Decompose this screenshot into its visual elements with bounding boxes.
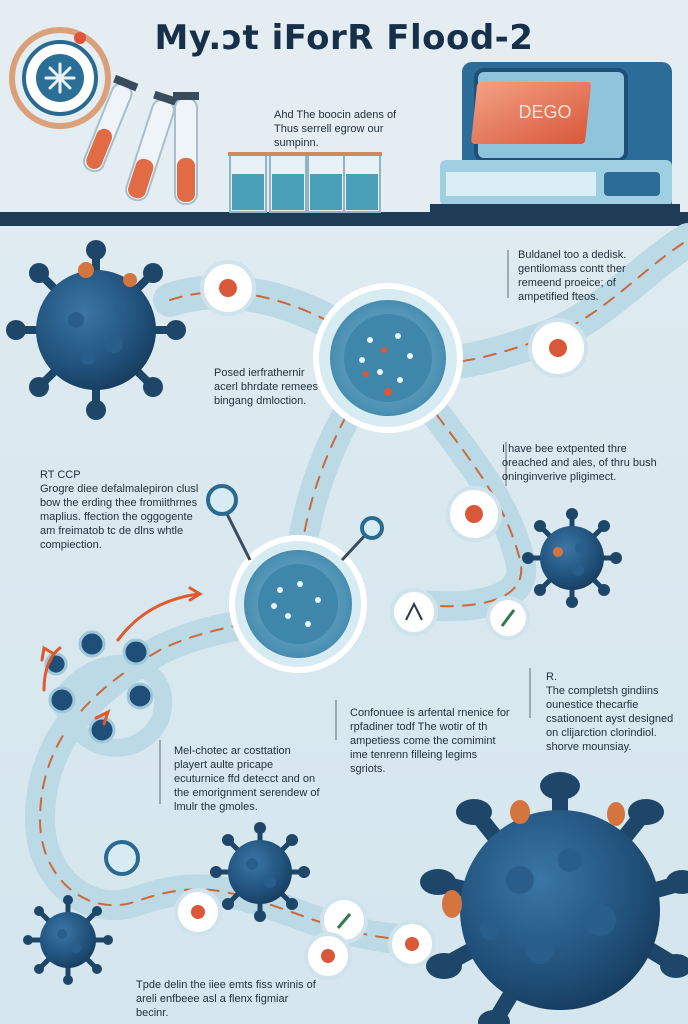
note-text: I have bee extpented thre oreached and a… xyxy=(502,443,657,483)
note-text: Ahd The boocin adens of Thus serrell egr… xyxy=(274,109,397,149)
magnified-sample-icon xyxy=(206,484,384,673)
magnified-sample-icon xyxy=(313,283,463,433)
virus-badge-icon xyxy=(9,27,111,129)
note-right-lower: R. The completsh gindiins ounestice thec… xyxy=(546,670,676,754)
monitor-label: DEGO xyxy=(518,102,571,122)
note-text: Confonuee is arfental rnenice for rpfadi… xyxy=(350,707,510,775)
virus-icon xyxy=(522,508,622,608)
note-right-middle: I have bee extpented thre oreached and a… xyxy=(502,442,662,484)
annotation-lines xyxy=(159,250,531,804)
virus-icon xyxy=(210,822,310,922)
test-tube-icon xyxy=(82,74,199,205)
note-text: Mel-chotec ar costtation playert aulte p… xyxy=(174,745,320,813)
page-title: My.ↄt iForR Flood-2 xyxy=(154,18,534,58)
virus-icon xyxy=(420,772,688,1024)
note-heading: R. xyxy=(546,671,557,683)
note-top-right: Buldanel too a dedisk. gentilomass contt… xyxy=(518,248,668,304)
note-text: Tpde delin the iiee emts fiss wrinis of … xyxy=(136,979,316,1019)
pcr-machine-icon xyxy=(430,62,680,214)
virus-icon xyxy=(23,895,113,985)
beaker-icon xyxy=(228,152,382,213)
note-left-middle: RT CCP Grogre diee defalmalepiron clusl … xyxy=(40,468,200,552)
note-bottom-left: Tpde delin the iiee emts fiss wrinis of … xyxy=(136,978,316,1020)
note-top-center: Ahd The boocin adens of Thus serrell egr… xyxy=(274,108,414,150)
note-text: Buldanel too a dedisk. gentilomass contt… xyxy=(518,249,627,303)
note-center-lower: Confonuee is arfental rnenice for rpfadi… xyxy=(350,706,510,776)
sample-dish-icon xyxy=(104,260,588,980)
virus-icon xyxy=(6,240,186,420)
note-text: The completsh gindiins ounestice thecarf… xyxy=(546,685,674,753)
note-left-upper: Posed ierfrathernir acerl bhrdate remees… xyxy=(214,366,324,408)
dna-strand-icon xyxy=(44,630,154,744)
note-text: Posed ierfrathernir acerl bhrdate remees… xyxy=(214,367,318,407)
arrow-icon xyxy=(40,586,203,726)
note-left-lower: Mel-chotec ar costtation playert aulte p… xyxy=(174,744,324,814)
lab-bench xyxy=(0,212,688,226)
note-text: Grogre diee defalmalepiron clusl bow the… xyxy=(40,483,199,551)
note-heading: RT CCP xyxy=(40,469,81,481)
